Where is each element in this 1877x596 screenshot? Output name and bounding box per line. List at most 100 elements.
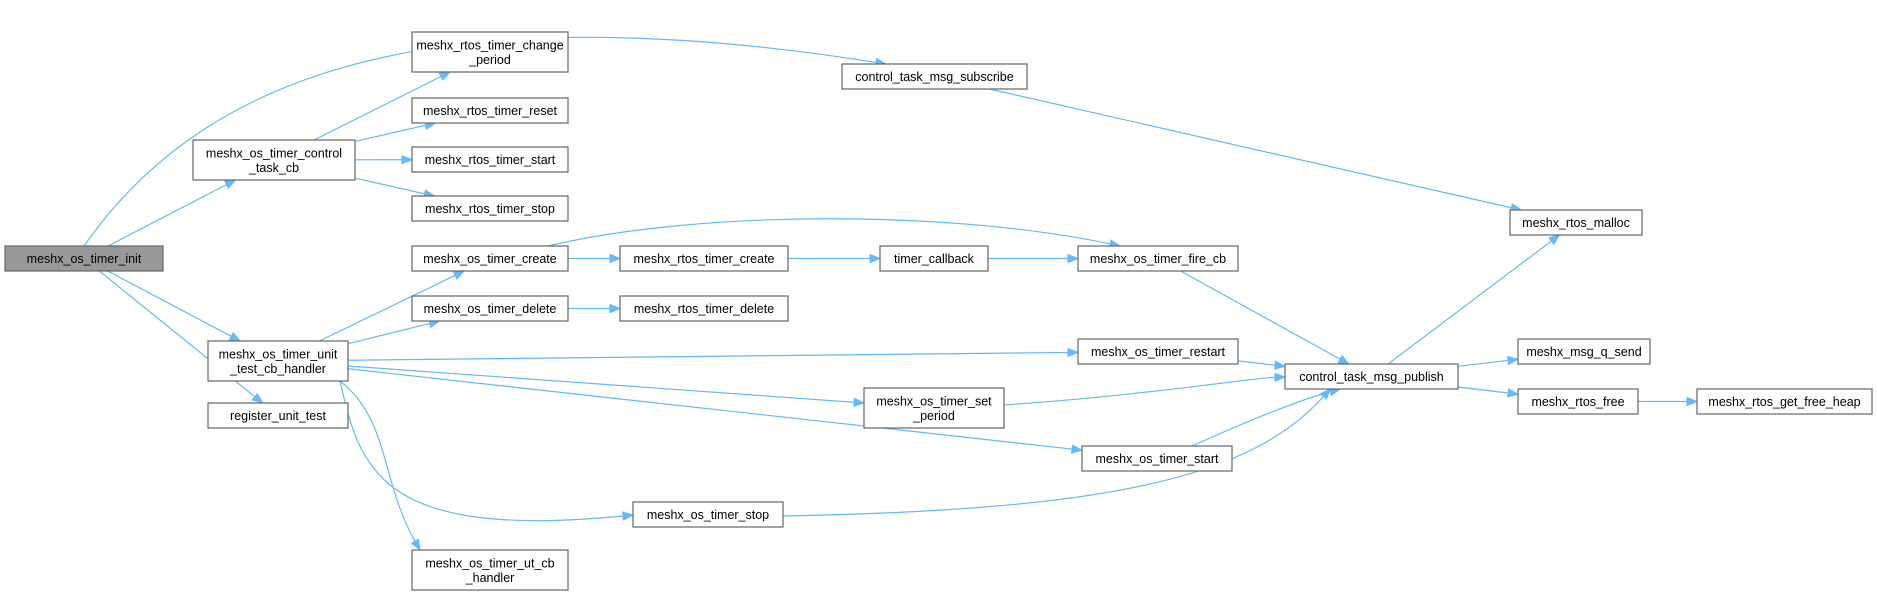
edge-restart-to-publish xyxy=(1237,360,1277,366)
node-msg-q-send[interactable]: meshx_msg_q_send xyxy=(1517,338,1651,365)
node-subscribe[interactable]: control_task_msg_subscribe xyxy=(841,63,1028,90)
edge-rtos_free-to-free_heap-arrowhead xyxy=(1686,396,1699,407)
node-publish[interactable]: control_task_msg_publish xyxy=(1284,363,1459,390)
node-box xyxy=(411,31,569,73)
node-register[interactable]: register_unit_test xyxy=(207,402,349,429)
node-box xyxy=(1284,363,1459,390)
edge-os_create-to-fire_cb xyxy=(547,218,1112,247)
edge-unit_test_cb-to-os_stop-arrowhead xyxy=(622,511,635,521)
node-box xyxy=(207,340,349,382)
node-label: meshx_os_timer_init xyxy=(27,252,142,266)
node-label: meshx_rtos_timer_reset xyxy=(423,104,558,118)
node-box xyxy=(1517,338,1651,365)
call-edges xyxy=(83,36,1699,552)
node-restart[interactable]: meshx_os_timer_restart xyxy=(1077,338,1239,365)
edge-ctrl_cb-to-change_period xyxy=(313,75,443,141)
node-label: meshx_rtos_timer_stop xyxy=(425,202,555,216)
node-os-start[interactable]: meshx_os_timer_start xyxy=(1081,445,1233,472)
edge-set_period-to-publish xyxy=(1003,376,1277,406)
node-label: meshx_os_timer_set xyxy=(876,394,992,408)
node-box xyxy=(1077,245,1239,272)
node-label: control_task_msg_subscribe xyxy=(855,70,1013,84)
edge-publish-to-malloc-arrowhead xyxy=(1548,234,1561,246)
node-label: meshx_os_timer_restart xyxy=(1091,345,1226,359)
edge-rtos_create-to-timer_callback-arrowhead xyxy=(869,253,882,264)
node-set-period[interactable]: meshx_os_timer_set_period xyxy=(863,387,1005,429)
edge-init-to-unit_test_cb-arrowhead xyxy=(228,331,242,342)
node-os-delete[interactable]: meshx_os_timer_delete xyxy=(411,295,569,322)
node-box xyxy=(1081,445,1233,472)
edge-ctrl_cb-to-rtos_reset xyxy=(354,124,427,143)
node-rtos-stop[interactable]: meshx_rtos_timer_stop xyxy=(411,195,569,222)
node-label: meshx_os_timer_start xyxy=(1096,452,1219,466)
edge-unit_test_cb-to-set_period-arrowhead xyxy=(853,397,866,407)
node-box xyxy=(411,97,569,124)
node-label: timer_callback xyxy=(894,252,975,266)
edge-unit_test_cb-to-ut_cb_handler xyxy=(339,380,417,543)
node-init[interactable]: meshx_os_timer_init xyxy=(4,245,164,272)
node-box xyxy=(619,295,789,322)
node-rtos-reset[interactable]: meshx_rtos_timer_reset xyxy=(411,97,569,124)
node-label: _task_cb xyxy=(248,161,299,175)
node-box xyxy=(411,549,569,591)
node-box xyxy=(879,245,989,272)
node-box xyxy=(1517,388,1639,415)
edge-ctrl_cb-to-rtos_stop xyxy=(354,177,426,195)
edge-publish-to-rtos_free-arrowhead xyxy=(1507,388,1520,398)
edge-fire_cb-to-publish-arrowhead xyxy=(1337,354,1351,365)
node-timer-callback[interactable]: timer_callback xyxy=(879,245,989,272)
node-label: _period xyxy=(468,53,511,67)
node-box xyxy=(411,245,569,272)
edge-unit_test_cb-to-restart xyxy=(347,351,1070,361)
node-label: _test_cb_handler xyxy=(229,362,326,376)
edge-unit_test_cb-to-os_start xyxy=(347,368,1074,450)
node-box xyxy=(1696,388,1873,415)
edge-unit_test_cb-to-os_create-arrowhead xyxy=(452,270,466,280)
node-free-heap[interactable]: meshx_rtos_get_free_heap xyxy=(1696,388,1873,415)
node-ctrl-cb[interactable]: meshx_os_timer_control_task_cb xyxy=(192,139,356,181)
node-rtos-start[interactable]: meshx_rtos_timer_start xyxy=(411,146,569,173)
edge-publish-to-malloc xyxy=(1387,239,1553,365)
edge-publish-to-rtos_free xyxy=(1457,386,1510,394)
node-box xyxy=(192,139,356,181)
node-box xyxy=(863,387,1005,429)
node-box xyxy=(411,146,569,173)
node-os-create[interactable]: meshx_os_timer_create xyxy=(411,245,569,272)
edge-unit_test_cb-to-os_start-arrowhead xyxy=(1071,444,1084,454)
node-change-period[interactable]: meshx_rtos_timer_change_period xyxy=(411,31,569,73)
edge-init-to-ctrl_cb xyxy=(107,183,228,247)
node-label: meshx_rtos_timer_change xyxy=(416,38,563,52)
node-label: meshx_os_timer_unit xyxy=(219,347,338,361)
node-rtos-delete[interactable]: meshx_rtos_timer_delete xyxy=(619,295,789,322)
edge-publish-to-msg_q_send xyxy=(1457,359,1510,367)
node-malloc[interactable]: meshx_rtos_malloc xyxy=(1509,209,1643,236)
node-label: meshx_msg_q_send xyxy=(1526,345,1641,359)
edge-ctrl_cb-to-rtos_start-arrowhead xyxy=(401,154,414,165)
edge-subscribe-to-malloc xyxy=(989,88,1513,209)
node-ut-cb-handler[interactable]: meshx_os_timer_ut_cb_handler xyxy=(411,549,569,591)
node-label: meshx_rtos_get_free_heap xyxy=(1708,395,1860,409)
node-os-stop[interactable]: meshx_os_timer_stop xyxy=(632,501,784,528)
edge-os_create-to-rtos_create-arrowhead xyxy=(609,253,622,264)
node-label: register_unit_test xyxy=(230,409,326,423)
node-label: meshx_os_timer_control xyxy=(206,146,342,160)
edge-fire_cb-to-publish xyxy=(1180,270,1342,361)
edge-timer_callback-to-fire_cb-arrowhead xyxy=(1067,253,1080,264)
node-rtos-create[interactable]: meshx_rtos_timer_create xyxy=(619,245,789,272)
node-fire-cb[interactable]: meshx_os_timer_fire_cb xyxy=(1077,245,1239,272)
node-rtos-free[interactable]: meshx_rtos_free xyxy=(1517,388,1639,415)
node-unit-test-cb[interactable]: meshx_os_timer_unit_test_cb_handler xyxy=(207,340,349,382)
edge-unit_test_cb-to-os_create xyxy=(319,274,457,342)
node-box xyxy=(4,245,164,272)
node-label: meshx_os_timer_ut_cb xyxy=(425,556,554,570)
node-box xyxy=(619,245,789,272)
node-label: meshx_os_timer_delete xyxy=(424,302,557,316)
edge-unit_test_cb-to-restart-arrowhead xyxy=(1067,347,1080,358)
node-label: meshx_rtos_timer_start xyxy=(425,153,556,167)
edge-set_period-to-publish-arrowhead xyxy=(1274,372,1287,383)
edge-os_start-to-publish xyxy=(1191,390,1332,447)
node-label: meshx_rtos_malloc xyxy=(1522,216,1630,230)
edge-os_stop-to-publish-arrowhead xyxy=(1319,387,1331,401)
node-box xyxy=(632,501,784,528)
